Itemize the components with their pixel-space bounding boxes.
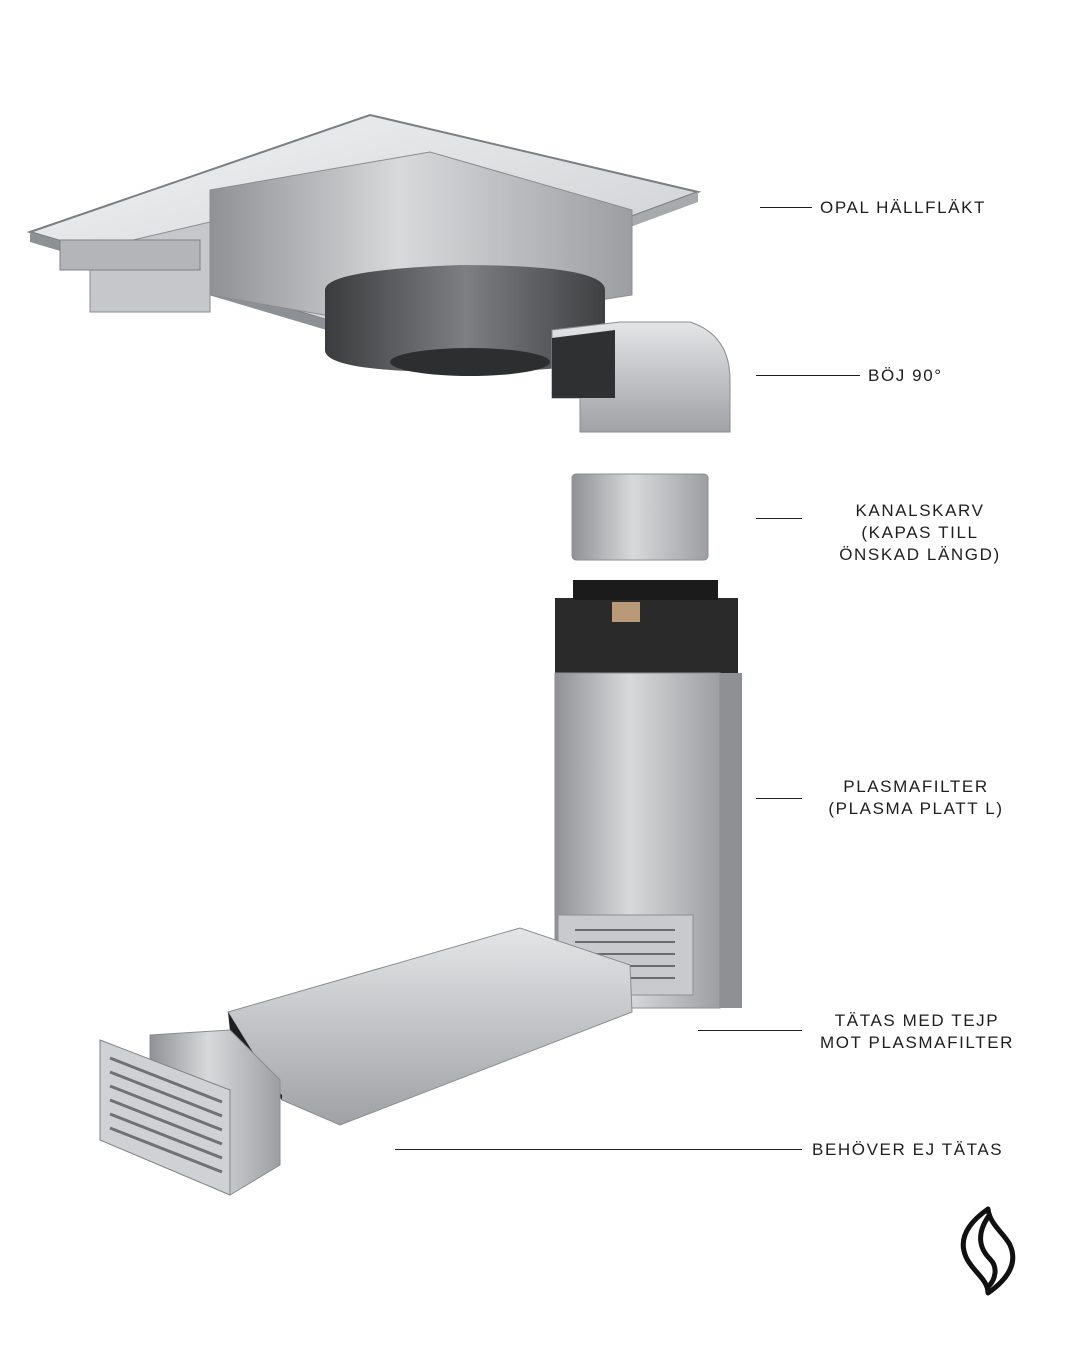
label-hob-fan: OPAL HÄLLFLÄKT — [820, 197, 986, 219]
label-no-seal: BEHÖVER EJ TÄTAS — [812, 1139, 1003, 1161]
callout-line-tape-seal — [698, 1030, 802, 1031]
label-elbow-line1: BÖJ 90° — [868, 366, 943, 385]
callout-line-no-seal — [395, 1149, 802, 1150]
callout-line-hob-fan — [760, 207, 812, 208]
label-hob-fan-line1: OPAL HÄLLFLÄKT — [820, 198, 987, 217]
label-tape-seal-line1: TÄTAS MED TEJP — [834, 1011, 1000, 1030]
callout-line-plasma-filter — [756, 798, 802, 799]
flat-duct-part — [227, 927, 633, 1126]
label-duct-joint-line3: ÖNSKAD LÄNGD) — [839, 545, 1001, 564]
flame-logo-icon — [960, 1206, 1016, 1296]
callout-line-duct-joint — [756, 518, 802, 519]
label-elbow: BÖJ 90° — [868, 365, 943, 387]
label-plasma-filter-line2: (PLASMA PLATT L) — [828, 799, 1004, 818]
label-plasma-filter-line1: PLASMAFILTER — [843, 777, 989, 796]
duct-joint-part — [571, 473, 709, 561]
label-duct-joint-line2: (KAPAS TILL — [861, 523, 979, 542]
label-tape-seal-line2: MOT PLASMAFILTER — [819, 1033, 1015, 1052]
label-duct-joint: KANALSKARV (KAPAS TILL ÖNSKAD LÄNGD) — [822, 500, 1018, 566]
callout-line-elbow — [756, 375, 860, 376]
label-tape-seal: TÄTAS MED TEJP MOT PLASMAFILTER — [808, 1010, 1026, 1054]
plasma-filter-part — [554, 580, 742, 1009]
label-plasma-filter: PLASMAFILTER (PLASMA PLATT L) — [814, 776, 1018, 820]
label-duct-joint-line1: KANALSKARV — [855, 501, 985, 520]
wall-grille-part — [99, 1029, 281, 1196]
label-no-seal-line1: BEHÖVER EJ TÄTAS — [812, 1140, 1004, 1159]
hob-fan-part — [26, 113, 731, 433]
